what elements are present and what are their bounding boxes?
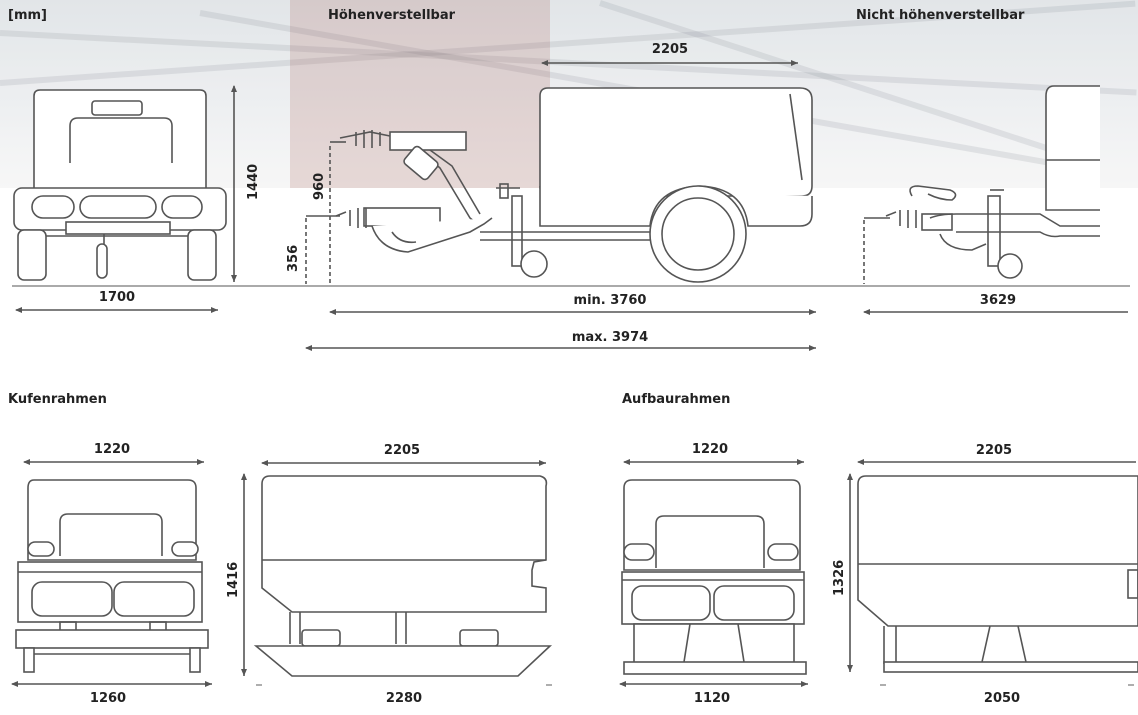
kufenrahmen-side-base-dim: 2280 xyxy=(385,691,423,706)
kufenrahmen-side-view xyxy=(253,475,553,677)
aufbaurahmen-side-height-dim: 1326 xyxy=(832,559,847,596)
length-max-dim: max. 3974 xyxy=(571,330,649,345)
length-fixed-dim: 3629 xyxy=(979,293,1017,308)
front-width-dim: 1700 xyxy=(98,290,136,305)
aufbaurahmen-side-base-dim: 2050 xyxy=(983,691,1021,706)
body-length-dim: 2205 xyxy=(651,42,689,57)
kufenrahmen-front-view xyxy=(15,479,209,673)
coupling-high-dim: 960 xyxy=(312,172,327,200)
not-height-adjustable-title: Nicht höhenverstellbar xyxy=(856,8,1025,23)
kufenrahmen-title: Kufenrahmen xyxy=(8,392,107,407)
height-adjustable-title: Höhenverstellbar xyxy=(328,8,456,23)
aufbaurahmen-side-length-dim: 2205 xyxy=(975,443,1013,458)
coupling-low-dim: 356 xyxy=(286,244,301,272)
front-height-dim: 1440 xyxy=(246,163,261,200)
kufenrahmen-bottom-width-dim: 1260 xyxy=(89,691,127,706)
aufbaurahmen-bottom-width-dim: 1120 xyxy=(693,691,731,706)
aufbaurahmen-front-view xyxy=(621,479,807,675)
kufenrahmen-side-length-dim: 2205 xyxy=(383,443,421,458)
length-min-dim: min. 3760 xyxy=(573,293,647,308)
aufbaurahmen-side-view xyxy=(857,475,1138,673)
aufbaurahmen-title: Aufbaurahmen xyxy=(622,392,731,407)
kufenrahmen-side-height-dim: 1416 xyxy=(226,561,241,598)
front-view-vehicle xyxy=(13,89,227,281)
unit-label: [mm] xyxy=(8,8,47,23)
side-view-fixed xyxy=(864,85,1100,279)
side-view-adjustable xyxy=(306,87,813,283)
aufbaurahmen-top-width-dim: 1220 xyxy=(691,442,729,457)
kufenrahmen-top-width-dim: 1220 xyxy=(93,442,131,457)
